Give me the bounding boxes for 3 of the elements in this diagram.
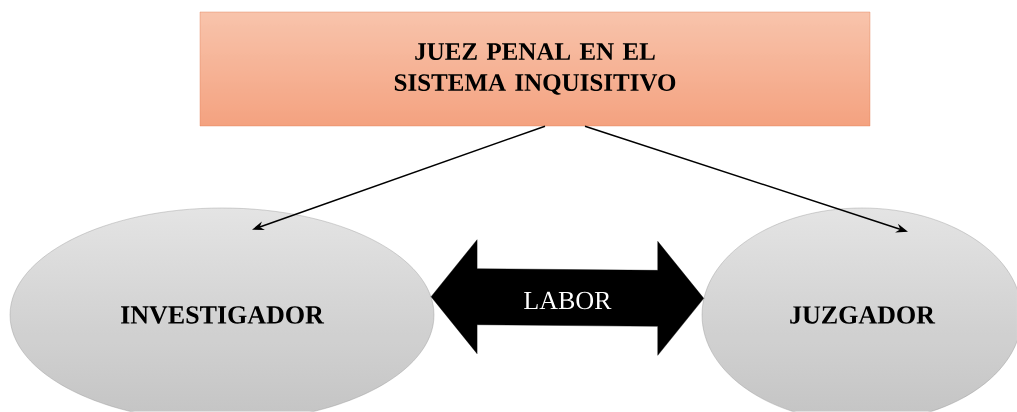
title-box: JUEZ PENAL EN EL SISTEMA INQUISITIVO	[199, 11, 871, 127]
double-arrow	[430, 239, 704, 356]
edge-label: LABOR	[524, 291, 612, 310]
